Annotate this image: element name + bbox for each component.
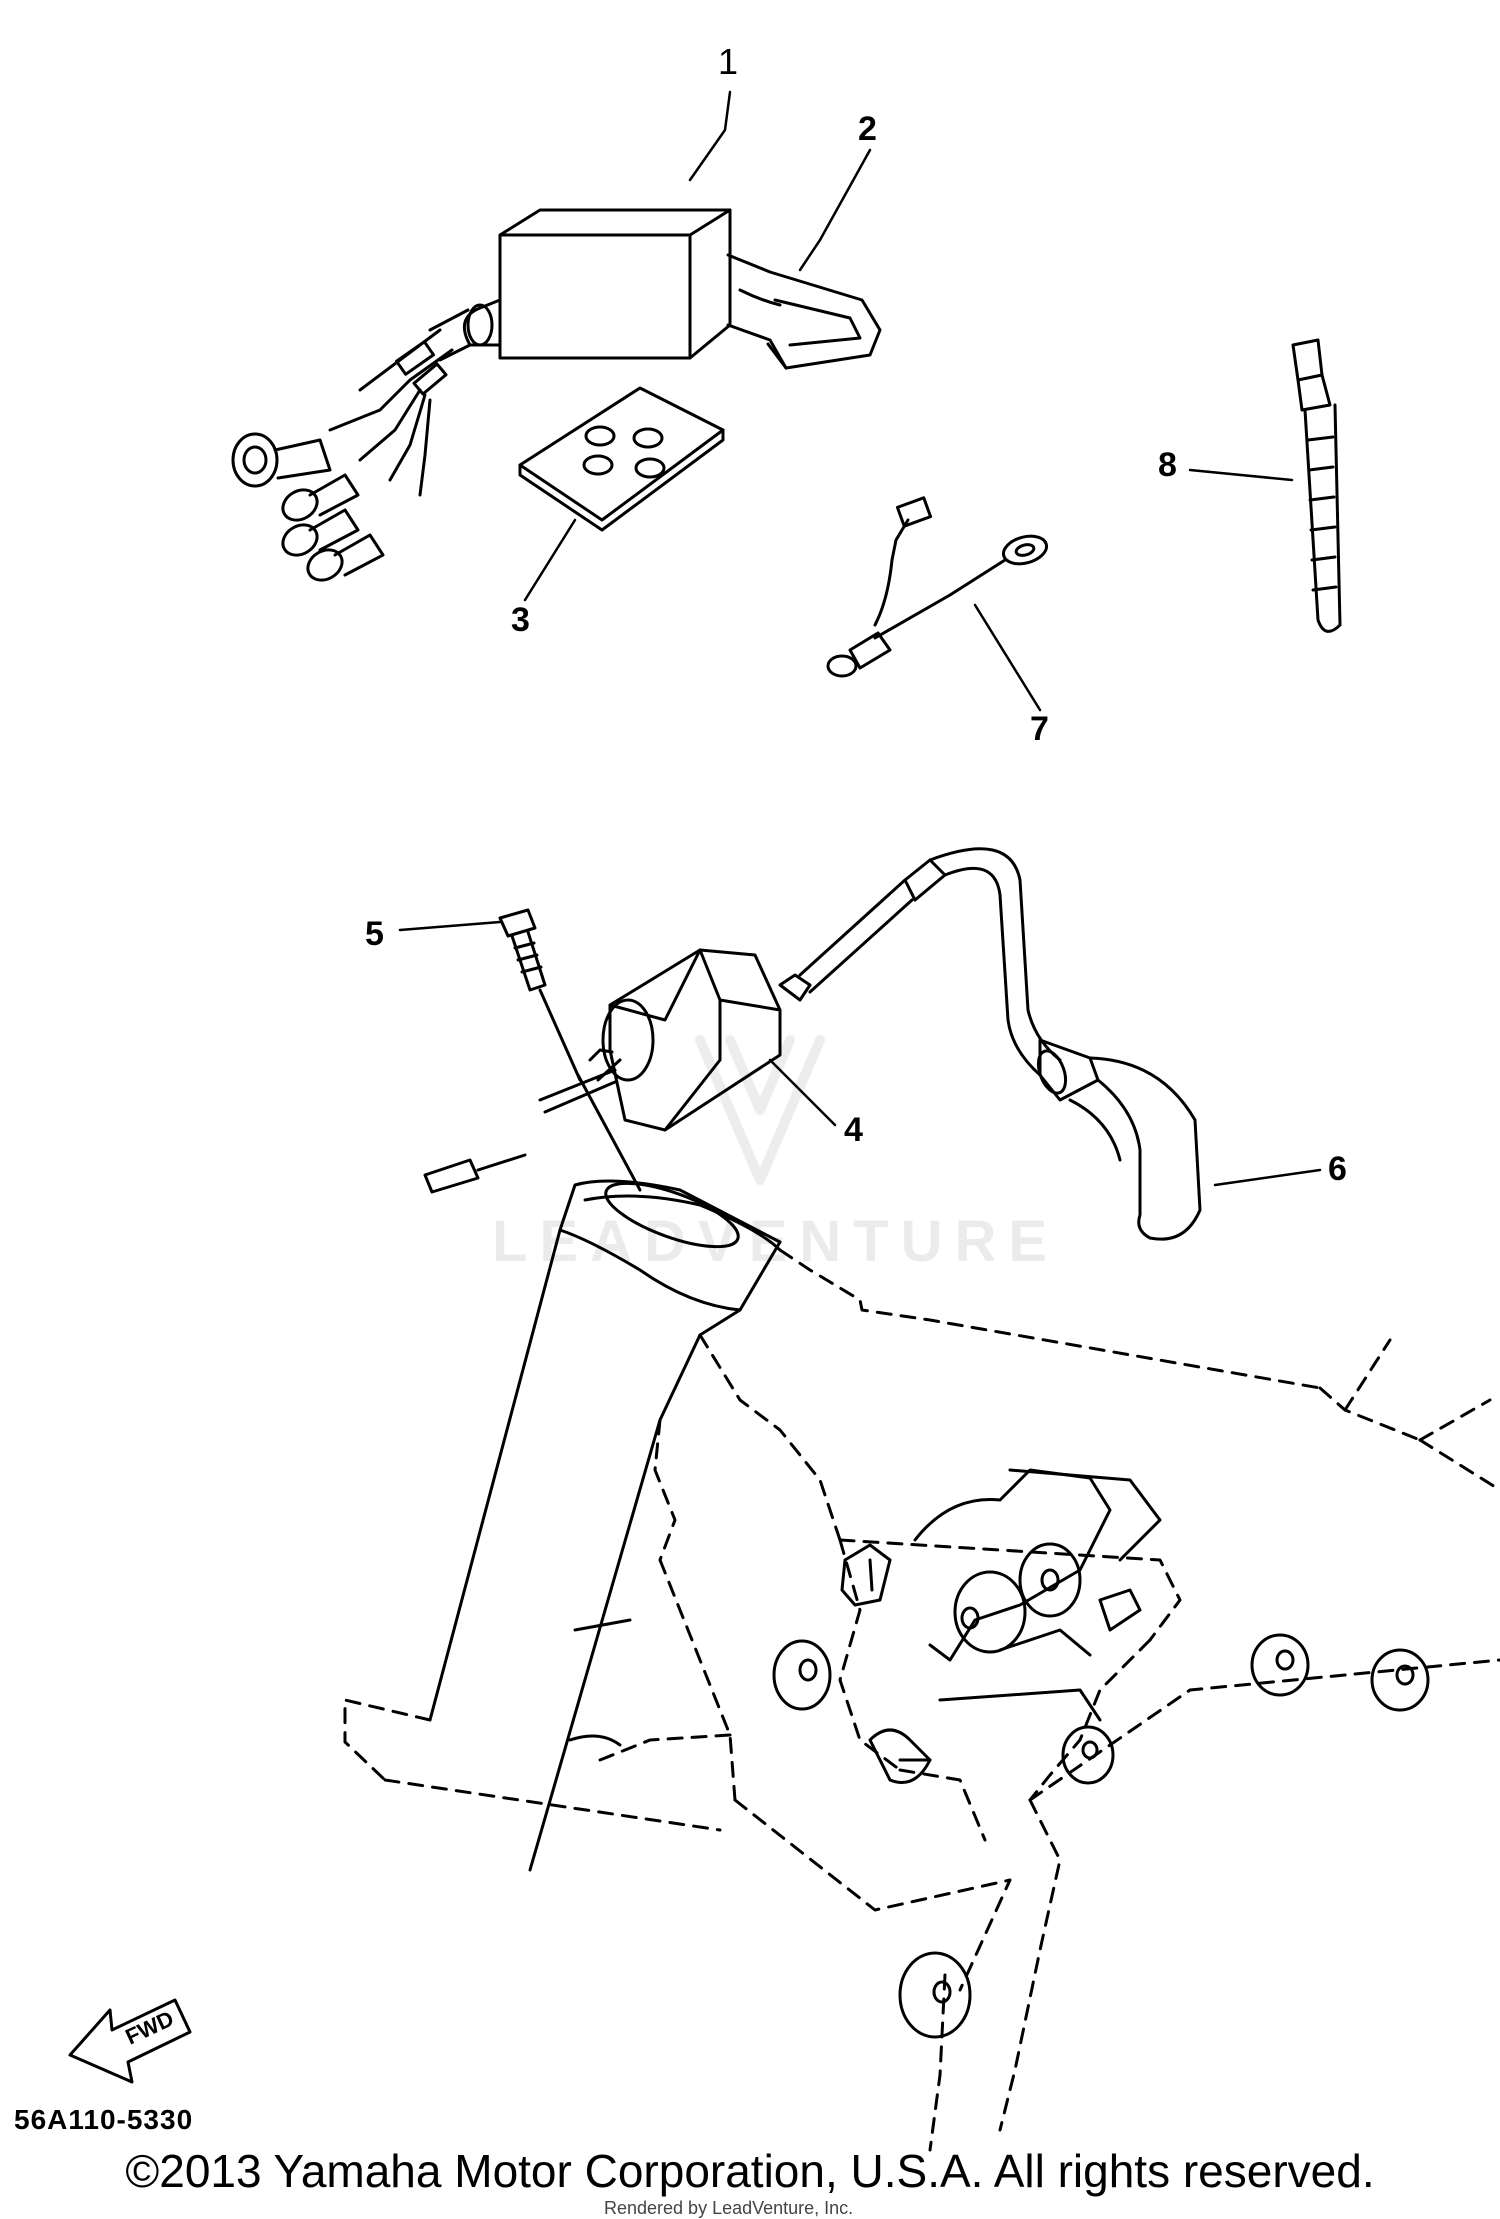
part-1-cdi-unit xyxy=(231,208,732,582)
callout-2: 2 xyxy=(858,110,877,148)
part-3-damper-pad xyxy=(518,386,725,532)
part-2-bracket xyxy=(726,253,882,370)
rendered-by-credit: Rendered by LeadVenture, Inc. xyxy=(604,2198,854,2218)
watermark-text: LEADVENTURE xyxy=(492,1209,1060,1274)
frame-outline-dashed xyxy=(343,1248,1500,2152)
part-6-plug-cap xyxy=(903,847,1202,1241)
frame-mounting-tabs xyxy=(568,1468,1430,2039)
diagram-part-code: 56A110-5330 xyxy=(14,2104,194,2135)
callout-1: 1 xyxy=(718,41,739,82)
copyright-notice: ©2013 Yamaha Motor Corporation, U.S.A. A… xyxy=(125,2145,1375,2197)
frame-steering-head xyxy=(428,1179,782,1872)
callout-7: 7 xyxy=(1030,710,1049,748)
part-4-ignition-coil xyxy=(423,878,914,1194)
part-5-screw xyxy=(498,908,582,1082)
callout-8: 8 xyxy=(1158,446,1177,484)
callout-3: 3 xyxy=(511,601,530,639)
watermark-logo xyxy=(695,1035,825,1185)
part-7-lead-wire xyxy=(826,496,1049,678)
callout-6: 6 xyxy=(1328,1150,1347,1188)
part-8-cable-tie xyxy=(1291,338,1342,633)
leader-lines xyxy=(398,90,1322,1187)
callout-5: 5 xyxy=(365,915,384,953)
fwd-arrow-icon xyxy=(68,1998,192,2084)
callout-4: 4 xyxy=(844,1111,863,1149)
